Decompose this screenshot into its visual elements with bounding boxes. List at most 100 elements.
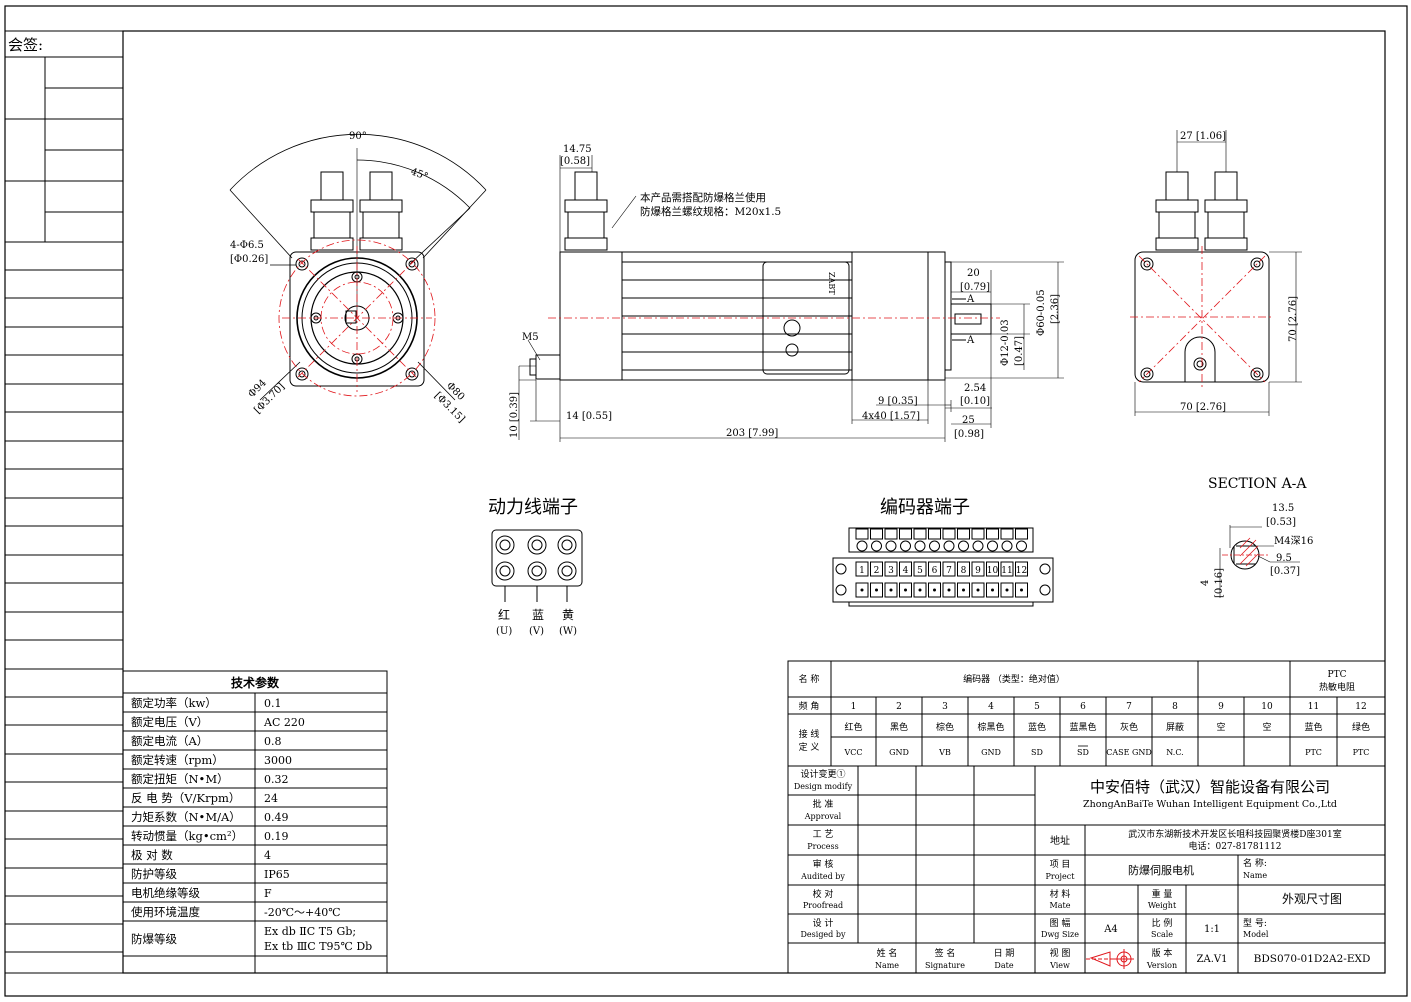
tb-project-label: 项 目 xyxy=(1050,859,1071,870)
encoder-pin-slot xyxy=(913,582,927,598)
enc-color: 蓝黑色 xyxy=(1069,721,1096,733)
encoder-pin-number: 8 xyxy=(961,566,967,576)
tb-scale: 1:1 xyxy=(1204,924,1220,935)
enc-signal: SD xyxy=(1077,748,1089,757)
d135-label: 13.5 xyxy=(1272,503,1294,514)
tech-param-name: 极 对 数 xyxy=(131,848,173,862)
encoder-pin-dot xyxy=(1005,588,1009,592)
enc-color: 绿色 xyxy=(1352,721,1370,733)
tb-audited: 审 核 xyxy=(813,858,834,870)
tb-approval: 批 准 xyxy=(813,798,834,810)
tech-param-name: 防爆等级 xyxy=(131,932,177,946)
enc-signal: CASE GND xyxy=(1106,748,1152,757)
tech-param-value: 4 xyxy=(264,849,271,862)
encoder-pin-screw xyxy=(987,540,998,552)
gland-width-label: 14.75 xyxy=(563,144,592,155)
tb-design-modify: 设计变更① xyxy=(800,768,845,780)
enc-pin: 4 xyxy=(988,702,994,712)
encoder-pin-slot xyxy=(1000,582,1014,598)
tech-param-name: 反 电 势（V/Krpm） xyxy=(131,791,240,805)
power-code-v: (V) xyxy=(529,626,544,637)
encoder-pin-top xyxy=(870,528,883,540)
encoder-pin-screw xyxy=(914,540,926,552)
encoder-pin-slot xyxy=(884,582,898,598)
enc-def-label: 定 义 xyxy=(799,741,820,753)
tb-project: 防爆伺服电机 xyxy=(1128,863,1194,877)
tb-designed-en: Desiged by xyxy=(801,930,846,939)
countersign-column xyxy=(4,30,124,974)
tb-phone: 电话：027-81781112 xyxy=(1188,840,1281,852)
projection-symbol-icon xyxy=(1086,949,1134,969)
dia60-label: Φ60-0.05 xyxy=(1036,289,1047,336)
tb-drawing-name: 外观尺寸图 xyxy=(1282,892,1342,906)
power-code-w: (W) xyxy=(559,626,577,637)
enc-wire-label: 接 线 xyxy=(799,728,820,740)
encoder-pin-number: 5 xyxy=(917,566,923,576)
d25-in-label: [0.98] xyxy=(954,429,984,440)
tech-param-name: 额定电压（V） xyxy=(131,715,208,729)
section-mark-bottom: A xyxy=(966,335,975,346)
d135-in-label: [0.53] xyxy=(1266,517,1296,528)
encoder-pin-box xyxy=(928,561,941,577)
enc-signal: PTC xyxy=(1353,748,1370,757)
tech-param-name: 防护等级 xyxy=(131,867,177,881)
enc-name-label: 名 称 xyxy=(799,673,820,685)
d4x40-label: 4x40 [1.57] xyxy=(862,411,920,422)
tb-designed: 设 计 xyxy=(813,917,834,929)
enc-pin: 10 xyxy=(1261,702,1273,712)
tech-param-value: Ex db ⅡC T5 Gb; xyxy=(264,925,356,938)
encoder-pin-top xyxy=(899,528,912,540)
encoder-pin-slot xyxy=(942,582,956,598)
tech-param-name: 额定扭矩（N•M） xyxy=(131,772,229,786)
tech-param-name: 使用环境温度 xyxy=(131,905,200,919)
enc-color: 棕黑色 xyxy=(977,721,1004,733)
tech-param-value: 0.1 xyxy=(264,697,282,710)
side-view xyxy=(518,155,1064,442)
tb-model-label: 型 号: xyxy=(1243,918,1267,929)
side-view-labels: 14.75 [0.58] 本产品需搭配防爆格兰使用 防爆格兰螺纹规格：M20x1… xyxy=(509,144,1061,440)
tech-param-value: IP65 xyxy=(264,868,290,881)
encoder-pin-top xyxy=(957,528,970,540)
encoder-pin-dot xyxy=(933,588,936,592)
encoder-pin-box xyxy=(942,561,956,577)
encoder-table-headers: 名 称 编码器 （类型：绝对值） PTC 热敏电阻 频 角 接 线 定 义 xyxy=(799,670,1355,753)
title-block-labels: 设计变更① Design modify 批 准 Approval 工 艺 Pro… xyxy=(794,768,1370,970)
enc-pin: 8 xyxy=(1172,702,1178,712)
encoder-pin-number: 11 xyxy=(1001,566,1012,576)
encoder-pin-box xyxy=(884,561,898,577)
encoder-pin-top xyxy=(942,528,956,540)
tech-param-name: 电机绝缘等级 xyxy=(131,886,200,900)
encoder-pin-dot xyxy=(1020,588,1023,592)
tech-param-name: 额定转速（rpm） xyxy=(131,753,224,767)
enc-ptc-title: PTC xyxy=(1328,670,1347,680)
tb-scale-en: Scale xyxy=(1151,930,1173,939)
countersign-label: 会签: xyxy=(8,36,43,54)
m5-label: M5 xyxy=(522,332,539,343)
d4-label: 4 xyxy=(1200,580,1211,586)
tb-proofread: 校 对 xyxy=(813,888,834,900)
tech-param-value: 0.8 xyxy=(264,735,282,748)
encoder-pin-dot xyxy=(889,588,893,592)
encoder-pin-number: 10 xyxy=(987,566,999,576)
tb-weight-en: Weight xyxy=(1148,901,1177,910)
power-code-u: (U) xyxy=(496,626,512,637)
d25-label: 25 xyxy=(962,415,975,426)
tech-param-name: 力矩系数（N•M/A） xyxy=(131,810,241,824)
enc-signal: GND xyxy=(889,748,909,757)
encoder-pin-dot xyxy=(991,588,994,592)
tb-sig-name: 姓 名 xyxy=(877,947,898,959)
enc-ptc-title2: 热敏电阻 xyxy=(1319,681,1355,693)
tb-audited-en: Audited by xyxy=(800,872,845,881)
enc-signal: VB xyxy=(938,748,951,757)
tb-version-en: Version xyxy=(1146,961,1177,970)
tech-param-name: 额定功率（kw） xyxy=(131,696,217,710)
rear-view-centerlines xyxy=(1130,246,1274,390)
enc-signal: N.C. xyxy=(1166,748,1183,757)
encoder-pin-dot xyxy=(875,588,878,592)
tb-view-label: 视 图 xyxy=(1050,947,1071,959)
tb-approval-en: Approval xyxy=(804,812,842,821)
tb-sig-date: 日 期 xyxy=(994,948,1015,959)
tech-param-value: 0.49 xyxy=(264,811,289,824)
